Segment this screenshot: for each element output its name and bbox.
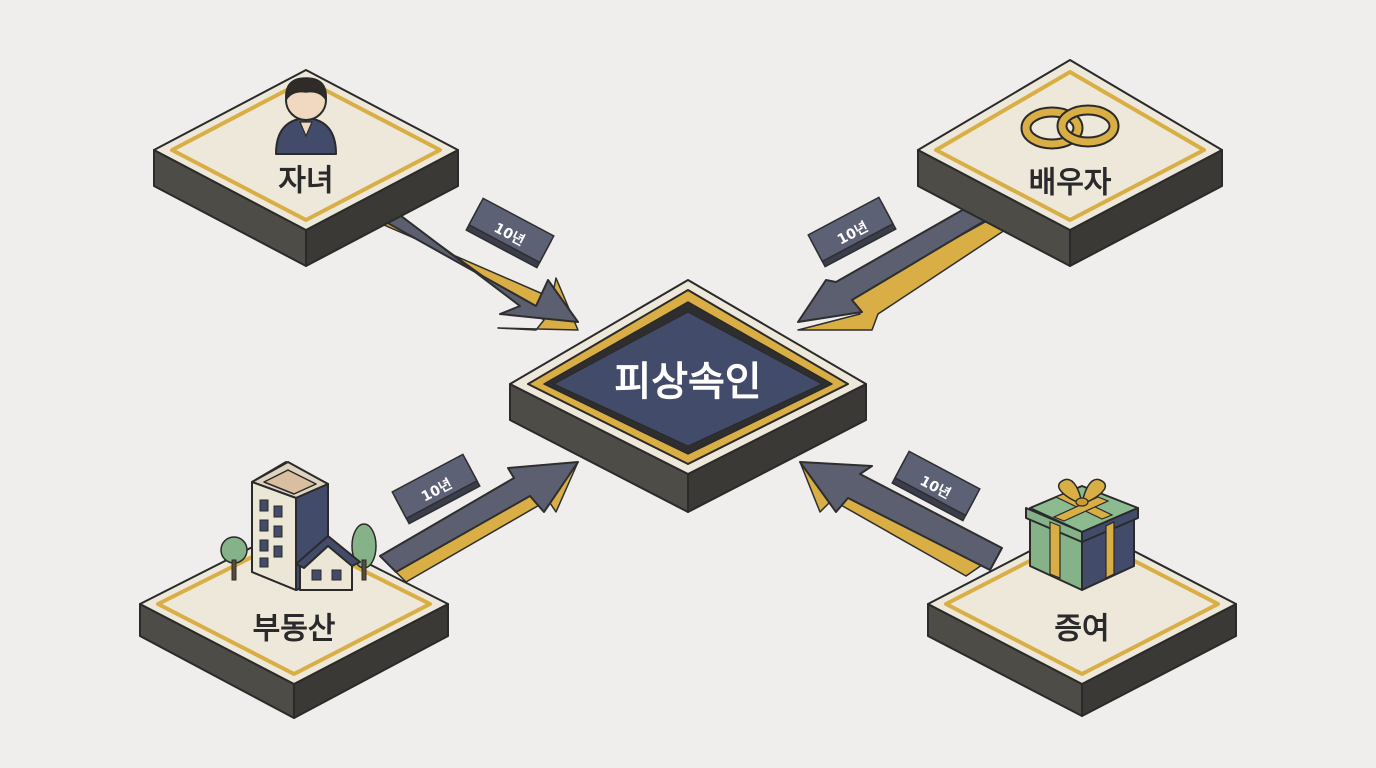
- building-icon: [220, 461, 377, 591]
- person-icon: [275, 77, 337, 155]
- node-label: 자녀: [278, 164, 333, 199]
- node-gift: 증여: [927, 478, 1237, 717]
- gift-box-icon: [1025, 478, 1139, 591]
- arrow-gift-to-center: [799, 461, 1003, 577]
- wedding-rings-icon: [1020, 104, 1120, 150]
- arrow-realestate-to-center: [379, 461, 579, 583]
- tag-gift-10y: 10년: [891, 450, 981, 522]
- arrow-spouse-to-center: [797, 199, 1009, 331]
- node-real-estate: 부동산: [139, 461, 449, 719]
- node-label: 부동산: [253, 612, 336, 647]
- node-label: 증여: [1054, 612, 1109, 647]
- center-node: 피상속인: [509, 279, 867, 513]
- node-spouse: 배우자: [917, 59, 1223, 267]
- tag-spouse-10y: 10년: [807, 196, 897, 268]
- tag-realestate-10y: 10년: [391, 453, 481, 525]
- node-children: 자녀: [153, 69, 459, 267]
- tag-children-10y: 10년: [465, 197, 555, 269]
- node-label: 배우자: [1029, 166, 1112, 201]
- center-label: 피상속인: [614, 359, 761, 405]
